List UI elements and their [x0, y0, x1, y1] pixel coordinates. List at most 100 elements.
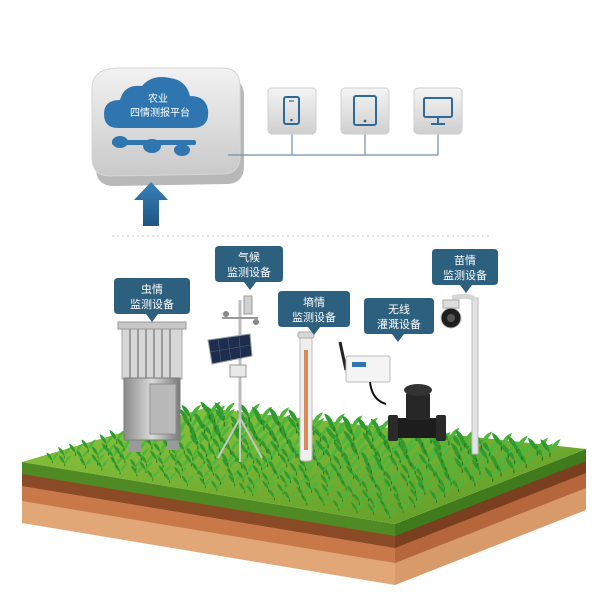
- seedling: [222, 458, 237, 472]
- seedling: [58, 455, 72, 467]
- seedling: [46, 452, 60, 464]
- seedling: [346, 484, 361, 497]
- seedling: [443, 471, 460, 486]
- seedling: [174, 466, 188, 479]
- callout-soil-line2: 监测设备: [292, 310, 336, 324]
- farmland-block: [22, 401, 586, 585]
- seedling: [336, 490, 350, 502]
- seedling: [201, 431, 219, 447]
- seedling: [316, 460, 333, 475]
- seedling: [440, 462, 458, 478]
- weather-station-device: [207, 295, 263, 462]
- callout-soil: 墒情 监测设备: [278, 291, 350, 335]
- seedling: [139, 461, 153, 474]
- seedling: [292, 476, 307, 489]
- seedling: [383, 470, 400, 485]
- seedling: [181, 475, 195, 487]
- seedling: [268, 489, 282, 501]
- device-connection-lines: [228, 134, 439, 156]
- callout-weather-line2: 监测设备: [227, 265, 271, 279]
- callout-pest-line2: 监测设备: [130, 297, 174, 311]
- seedling: [505, 457, 524, 474]
- seedling: [215, 409, 235, 427]
- callout-seedling-line2: 监测设备: [443, 268, 487, 282]
- seedling: [262, 480, 276, 492]
- smartphone-icon: [283, 96, 300, 125]
- device-monitor: [413, 87, 463, 135]
- seedling: [433, 447, 452, 463]
- seedling: [129, 458, 144, 471]
- seedling: [296, 486, 311, 499]
- seedling: [184, 453, 200, 467]
- seedling: [211, 480, 224, 492]
- seedling: [276, 483, 291, 495]
- seedling: [362, 432, 382, 449]
- seedling: [437, 483, 453, 498]
- seedling: [491, 432, 513, 451]
- seedling: [214, 473, 228, 485]
- seedling: [261, 472, 276, 485]
- seedling-camera-device: [440, 293, 479, 455]
- seedling: [270, 441, 288, 456]
- seedling: [353, 493, 367, 505]
- seedling: [236, 470, 251, 483]
- monitor-icon: [423, 97, 453, 125]
- platform-title-line1: 农业: [148, 92, 168, 105]
- seedling: [478, 447, 498, 464]
- seedling: [400, 472, 416, 486]
- seedling: [360, 451, 378, 467]
- seedling: [146, 470, 160, 481]
- seedling: [267, 460, 284, 474]
- seedling: [91, 453, 105, 466]
- seedling: [393, 493, 408, 506]
- seedling: [163, 472, 177, 484]
- seedling: [109, 430, 126, 444]
- callout-seedling-line1: 苗情: [454, 254, 476, 267]
- soil-moisture-device: [297, 331, 315, 462]
- seedling: [305, 481, 319, 493]
- seedling: [471, 459, 490, 475]
- seedling: [450, 478, 467, 493]
- callout-weather: 气候 监测设备: [215, 246, 283, 290]
- seedling: [185, 446, 201, 461]
- seedling: [499, 441, 519, 459]
- seedling: [181, 404, 202, 422]
- seedling: [361, 489, 376, 502]
- tablet-icon: [353, 95, 377, 126]
- seedling: [375, 491, 390, 504]
- seedling: [507, 435, 528, 454]
- seedling: [197, 469, 211, 482]
- seedling: [158, 464, 172, 477]
- seedling: [226, 468, 241, 481]
- seedling: [91, 446, 106, 459]
- platform-node: 农业 四情测报平台: [91, 67, 244, 186]
- seedling: [343, 456, 360, 472]
- pest-monitor-device: [117, 321, 187, 452]
- seedling: [324, 413, 345, 432]
- callout-irrigation-line2: 灌溉设备: [377, 317, 421, 331]
- seedling: [415, 474, 432, 489]
- seedling: [191, 462, 206, 475]
- seedling: [212, 426, 231, 442]
- seedling: [197, 450, 213, 464]
- seedling: [199, 477, 213, 489]
- seedling: [268, 407, 290, 426]
- seedling: [351, 502, 364, 514]
- seedling: [214, 402, 235, 420]
- device-phone: [267, 87, 317, 135]
- seedling: [318, 495, 331, 507]
- seedling: [283, 490, 297, 502]
- seedling: [206, 463, 221, 476]
- seedling: [429, 490, 445, 504]
- seedling: [95, 459, 109, 471]
- seedling: [110, 456, 124, 468]
- device-tablet: [340, 87, 390, 135]
- seedling: [79, 457, 93, 469]
- upload-arrow-icon: [134, 182, 168, 226]
- seedling: [239, 443, 257, 458]
- seedling: [130, 465, 144, 477]
- seedling: [346, 465, 362, 479]
- seedling: [333, 441, 352, 458]
- callout-pest-line1: 虫情: [141, 283, 163, 296]
